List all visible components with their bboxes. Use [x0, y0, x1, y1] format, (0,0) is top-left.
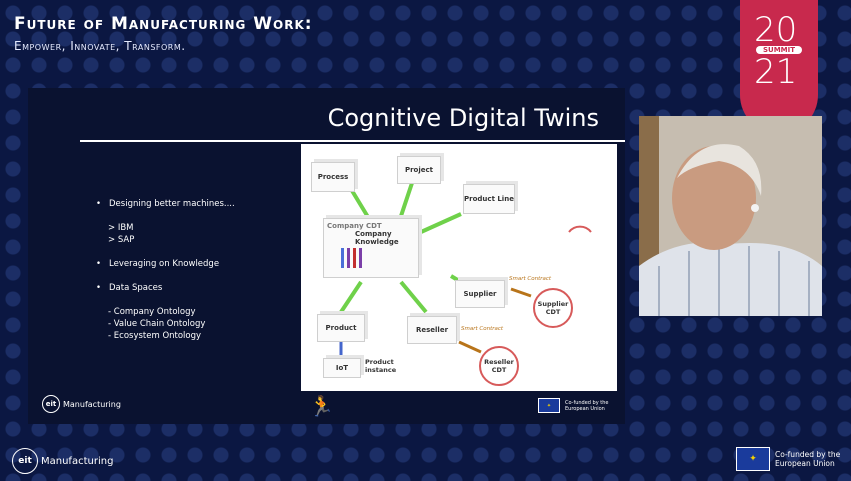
eit-circle-icon: eit	[42, 395, 60, 413]
event-subtitle: Empower, Innovate, Transform.	[14, 39, 186, 53]
node-supplier: Supplier	[455, 280, 505, 308]
slide-eit-logo: eit Manufacturing	[42, 395, 121, 413]
summit-badge: 20 SUMMIT 21	[740, 0, 818, 134]
eu-flag-icon: ✦	[736, 447, 770, 471]
node-product-line: Product Line	[463, 184, 515, 214]
speaker-video	[639, 116, 822, 316]
node-supplier-cdt: Supplier CDT	[533, 288, 573, 328]
badge-year-top: 20	[754, 10, 798, 50]
eit-manufacturing-logo: eit Manufacturing	[12, 448, 113, 474]
bullet-item: •Designing better machines....	[96, 199, 235, 209]
node-company-cdt: Company CDT Company Knowledge	[323, 218, 419, 278]
bullet-item: •Data Spaces	[96, 283, 163, 293]
shared-slide: Cognitive Digital Twins •Designing bette…	[28, 88, 625, 424]
eit-circle-icon: eit	[12, 448, 38, 474]
sub-item: - Ecosystem Ontology	[108, 331, 202, 341]
event-title: Future of Manufacturing Work:	[14, 14, 313, 34]
bullet-item: •Leveraging on Knowledge	[96, 259, 220, 269]
sub-item: > SAP	[108, 235, 135, 245]
sub-item: - Company Ontology	[108, 307, 196, 317]
sub-item: > IBM	[108, 223, 134, 233]
smart-contract-label: Smart Contract	[461, 326, 504, 332]
product-instance-label: Product instance	[365, 358, 397, 374]
node-reseller-cdt: Reseller CDT	[479, 346, 519, 386]
node-product: Product	[317, 314, 365, 342]
slide-title-rule	[80, 140, 625, 142]
node-project: Project	[397, 156, 441, 184]
smart-contract-label: Smart Contract	[509, 276, 552, 282]
slide-title: Cognitive Digital Twins	[327, 104, 599, 132]
knowledge-bars	[341, 248, 362, 268]
node-reseller: Reseller	[407, 316, 457, 344]
bullet-list: •Designing better machines.... > IBM > S…	[96, 198, 235, 342]
diagram-connectors	[339, 179, 592, 356]
sub-item: - Value Chain Ontology	[108, 319, 206, 329]
speaker-person-icon	[639, 116, 822, 316]
runner-icon: 🏃	[309, 394, 334, 418]
slide-eu-funding: ✦ Co-funded by the European Union	[538, 398, 613, 413]
badge-year-bottom: 21	[754, 52, 798, 92]
eu-funding-badge: ✦ Co-funded by the European Union	[736, 447, 840, 471]
badge-summit-label: SUMMIT	[756, 46, 802, 54]
node-iot: IoT	[323, 358, 361, 378]
cdt-diagram: Process Project Product Line Company CDT…	[301, 144, 617, 391]
node-process: Process	[311, 162, 355, 192]
eu-flag-icon: ✦	[538, 398, 560, 413]
